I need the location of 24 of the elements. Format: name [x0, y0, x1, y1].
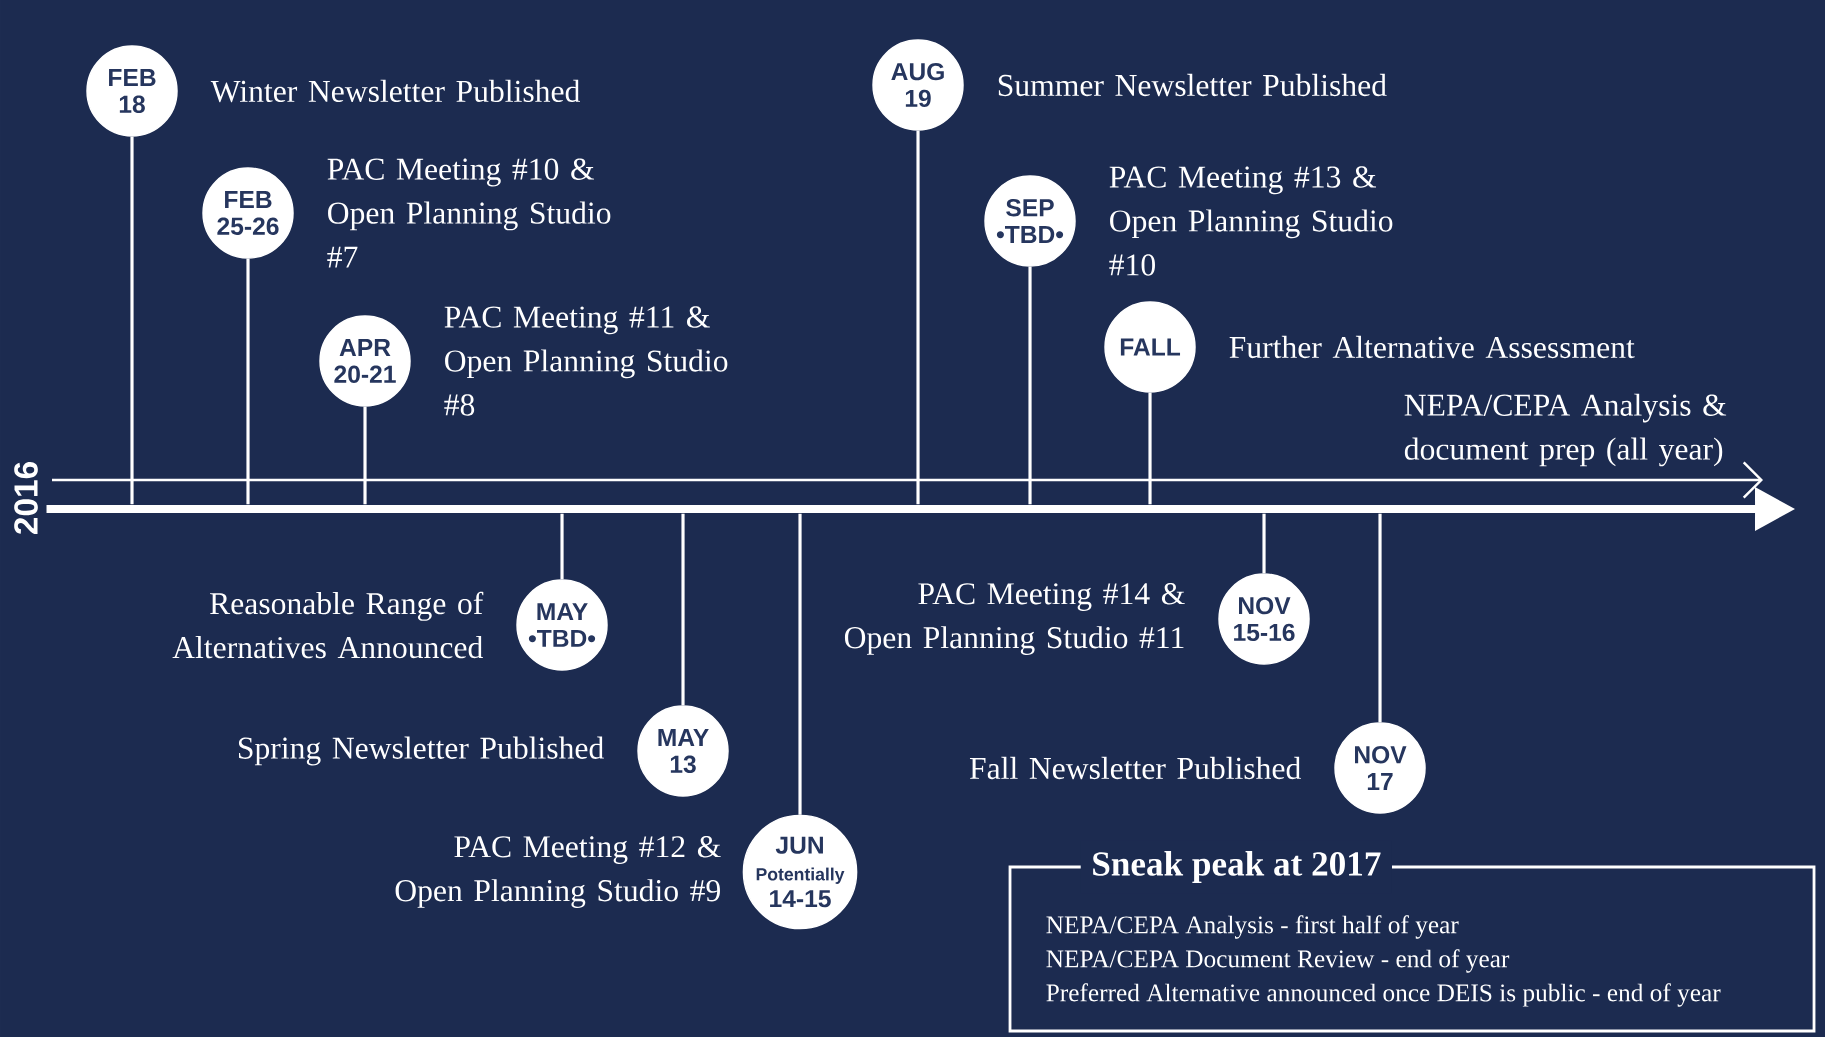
event-label: PAC Meeting #10 & Open Planning Studio #7 — [327, 158, 611, 268]
stem-line — [560, 513, 564, 580]
info-box: Sneak peak at 2017 NEPA/CEPA Analysis - first half of year NEPA/CEPA Document Review - end of year Preferred Alternative announced once DEIS is public - end of year — [1008, 840, 1816, 1033]
stem-line — [1148, 392, 1152, 505]
event-label: PAC Meeting #14 & Open Planning Studio #11 — [844, 583, 1185, 655]
event-label: PAC Meeting #11 & Open Planning Studio #8 — [444, 306, 728, 416]
event-label: Further Alternative Assessment — [1229, 335, 1635, 359]
stem-line — [916, 130, 920, 505]
stem-line — [363, 406, 367, 505]
stem-line — [681, 513, 685, 706]
timeline-axis — [46, 487, 1795, 531]
stem-line — [1262, 513, 1266, 574]
stem-line — [798, 513, 802, 815]
event-label: Reasonable Range of Alternatives Announced — [172, 591, 484, 659]
event-label: PAC Meeting #13 & Open Planning Studio #10 — [1109, 166, 1393, 276]
event-label: Spring Newsletter Published — [238, 736, 604, 766]
event-label: Winter Newsletter Published — [210, 79, 580, 103]
stem-line — [246, 258, 250, 505]
event-label: PAC Meeting #12 & Open Planning Studio #9 — [395, 836, 721, 908]
stem-line — [1378, 513, 1382, 723]
stem-line — [1028, 266, 1032, 505]
stem-line — [130, 136, 134, 505]
event-label: Fall Newsletter Published — [969, 756, 1301, 780]
event-label: Summer Newsletter Published — [998, 73, 1387, 97]
